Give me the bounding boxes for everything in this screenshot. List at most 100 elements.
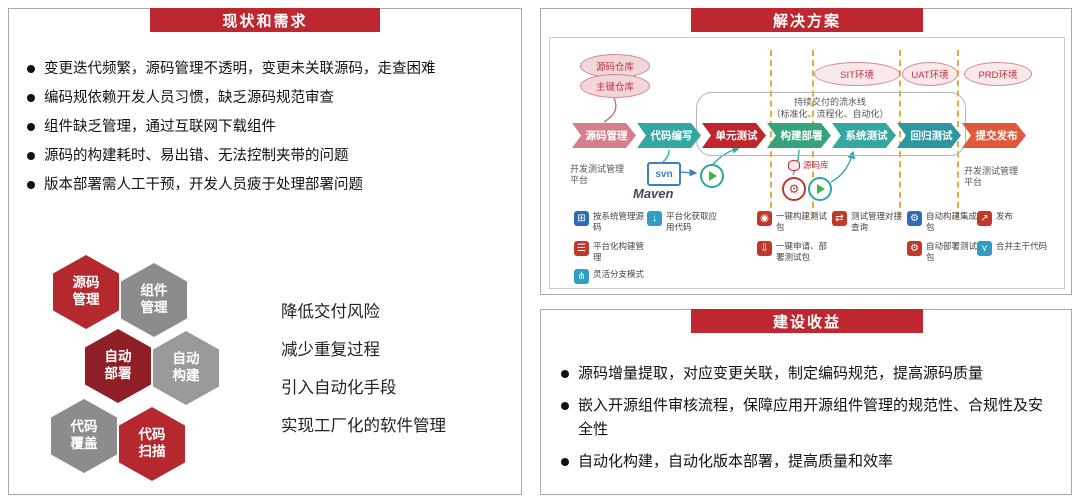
benefits-title-bar: 建设收益 xyxy=(691,309,923,333)
panel-benefits: 建设收益 源码增量提取，对应变更关联，制定编码规范，提高源码质量 嵌入开源组件审… xyxy=(540,309,1072,495)
pipeline-stage-row: 源码管理 代码编写 单元测试 构建部署 系统测试 回归测试 提交发布 xyxy=(572,123,1026,148)
goal-list: 降低交付风险 减少重复过程 引入自动化手段 实现工厂化的软件管理 xyxy=(281,293,446,445)
hexagon-label: 组件管理 xyxy=(140,283,168,315)
panel-solution: 解决方案 xyxy=(540,8,1072,295)
panel-current-status: 现状和需求 变更迭代频繁，源码管理不透明，变更未关联源码，走查困难 编码规依赖开… xyxy=(8,8,522,495)
legend-glyph: ↓ xyxy=(652,213,657,224)
bullet-item: 源码的构建耗时、易出错、无法控制夹带的问题 xyxy=(27,142,436,171)
legend-label: 测试管理对接查询 xyxy=(851,211,903,232)
legend-item: ⚙ 自动构建集成包 xyxy=(907,211,984,232)
bullet-item: 源码增量提取，对应变更关联，制定编码规范，提高源码质量 xyxy=(561,362,1055,386)
pipeline-title-line1: 持续交付的流水线 xyxy=(793,97,866,107)
pipeline-title-line2: （标准化、流程化、自动化） xyxy=(771,109,889,119)
repo-label: 主键仓库 xyxy=(595,82,634,93)
legend-item: ⊞按系统管理源码 xyxy=(574,211,651,232)
bullet-text: 组件缺乏管理，通过互联网下载组件 xyxy=(44,119,276,135)
hexagon-label: 源码管理 xyxy=(72,275,100,307)
legend-item: ⇄测试管理对接查询 xyxy=(832,211,909,232)
env-uat-ellipse: UAT环境 xyxy=(902,62,958,86)
stage-label: 回归测试 xyxy=(910,130,953,142)
goal-item: 引入自动化手段 xyxy=(281,379,397,397)
bullet-item: 自动化构建，自动化版本部署，提高质量和效率 xyxy=(561,450,1055,474)
bullet-text: 源码的构建耗时、易出错、无法控制夹带的问题 xyxy=(44,148,349,164)
goal-item: 实现工厂化的软件管理 xyxy=(281,417,446,435)
legend-label: 一键构建测试包 xyxy=(776,211,828,232)
legend-glyph: ☰ xyxy=(577,243,586,254)
goal-item: 降低交付风险 xyxy=(281,303,380,321)
bullet-item: 变更迭代频繁，源码管理不透明，变更未关联源码，走查困难 xyxy=(27,55,436,84)
legend-item: ⋎ 合并主干代码 xyxy=(977,241,1047,256)
dev-test-platform-right: 开发测试管理平台 xyxy=(964,166,1019,187)
hexagon-label: 代码覆盖 xyxy=(70,419,98,451)
env-label: SIT环境 xyxy=(840,70,874,81)
one-click-build-icon: ◉ xyxy=(757,211,772,226)
status-bullet-list: 变更迭代频繁，源码管理不透明，变更未关联源码，走查困难 编码规依赖开发人员习惯，… xyxy=(27,55,436,200)
svn-label: svn xyxy=(655,168,673,180)
hexagon-code-coverage: 代码覆盖 xyxy=(51,399,117,473)
bullet-dot xyxy=(27,181,35,189)
legend-glyph: ⋎ xyxy=(980,243,989,254)
play-triangle-icon xyxy=(709,171,717,181)
trunk-repo-ellipse: 主键仓库 xyxy=(580,74,650,98)
database-icon xyxy=(788,159,800,171)
bullet-text: 嵌入开源组件审核流程，保障应用开源组件管理的规范性、合规性及安全性 xyxy=(578,397,1044,438)
hexagon-source-management: 源码管理 xyxy=(53,255,119,329)
fetch-code-icon: ↓ xyxy=(647,211,662,226)
bullet-text: 版本部署需人工干预，开发人员疲于处理部署问题 xyxy=(44,177,363,193)
legend-glyph: ⊞ xyxy=(577,213,586,224)
stage-label: 提交发布 xyxy=(975,130,1018,142)
legend-label: 合并主干代码 xyxy=(996,241,1048,251)
hexagon-auto-build: 自动构建 xyxy=(153,331,219,405)
auto-build-package-icon: ⚙ xyxy=(907,211,922,226)
maven-logo: Maven xyxy=(633,186,674,201)
stage-regression-test: 回归测试 xyxy=(897,123,961,148)
merge-trunk-icon: ⋎ xyxy=(977,241,992,256)
stage-source-management: 源码管理 xyxy=(572,123,636,148)
legend-glyph: ⋔ xyxy=(577,271,586,282)
stage-system-test: 系统测试 xyxy=(832,123,896,148)
current-status-title-bar: 现状和需求 xyxy=(150,8,380,32)
env-sit-ellipse: SIT环境 xyxy=(814,62,900,86)
solution-title-bar: 解决方案 xyxy=(691,8,923,32)
stage-unit-test: 单元测试 xyxy=(702,123,766,148)
env-divider-line xyxy=(770,50,772,218)
source-library-tag: 源码库 xyxy=(788,159,829,171)
env-label: PRD环境 xyxy=(978,70,1018,81)
stage-release: 提交发布 xyxy=(962,123,1026,148)
panel-title: 解决方案 xyxy=(772,12,841,30)
stage-label: 源码管理 xyxy=(585,130,628,142)
bullet-text: 变更迭代频繁，源码管理不透明，变更未关联源码，走查困难 xyxy=(44,61,436,77)
dev-test-platform-left: 开发测试管理平台 xyxy=(570,164,625,185)
legend-label: 一键申请、部署测试包 xyxy=(776,241,828,262)
bullet-dot xyxy=(561,370,569,378)
legend-glyph: ⇩ xyxy=(760,243,769,254)
benefit-bullet-list: 源码增量提取，对应变更关联，制定编码规范，提高源码质量 嵌入开源组件审核流程，保… xyxy=(561,362,1055,482)
legend-label: 平台化获取应用代码 xyxy=(666,211,718,232)
legend-label: 灵活分支模式 xyxy=(593,269,645,279)
bullet-text: 自动化构建，自动化版本部署，提高质量和效率 xyxy=(578,453,894,470)
bullet-item: 版本部署需人工干预，开发人员疲于处理部署问题 xyxy=(27,171,436,200)
legend-item: ⋔ 灵活分支模式 xyxy=(574,269,644,284)
hexagon-cluster: 源码管理 组件管理 自动部署 自动构建 代码覆盖 代码扫描 xyxy=(43,251,283,491)
legend-glyph: ⚙ xyxy=(910,243,919,254)
auto-deploy-package-icon: ⚙ xyxy=(907,241,922,256)
bullet-text: 编码规依赖开发人员习惯，缺乏源码规范审查 xyxy=(44,90,334,106)
stage-label: 单元测试 xyxy=(715,130,758,142)
legend-item: ↗发布 xyxy=(977,211,1013,226)
bullet-dot xyxy=(27,65,35,73)
legend-item: ◉ 一键构建测试包 xyxy=(757,211,834,232)
hexagon-label: 自动部署 xyxy=(104,349,132,381)
hexagon-auto-deploy: 自动部署 xyxy=(85,329,151,403)
env-prd-ellipse: PRD环境 xyxy=(964,62,1032,86)
hexagon-component-management: 组件管理 xyxy=(121,263,187,337)
stage-label: 系统测试 xyxy=(845,130,888,142)
goal-item: 减少重复过程 xyxy=(281,341,380,359)
hexagon-label: 自动构建 xyxy=(172,351,200,383)
bullet-dot xyxy=(561,458,569,466)
play-icon xyxy=(700,164,724,188)
repo-label: 源码仓库 xyxy=(595,62,634,73)
legend-label: 自动构建集成包 xyxy=(926,211,978,232)
stage-label: 构建部署 xyxy=(780,130,823,142)
bullet-text: 源码增量提取，对应变更关联，制定编码规范，提高源码质量 xyxy=(578,365,984,382)
